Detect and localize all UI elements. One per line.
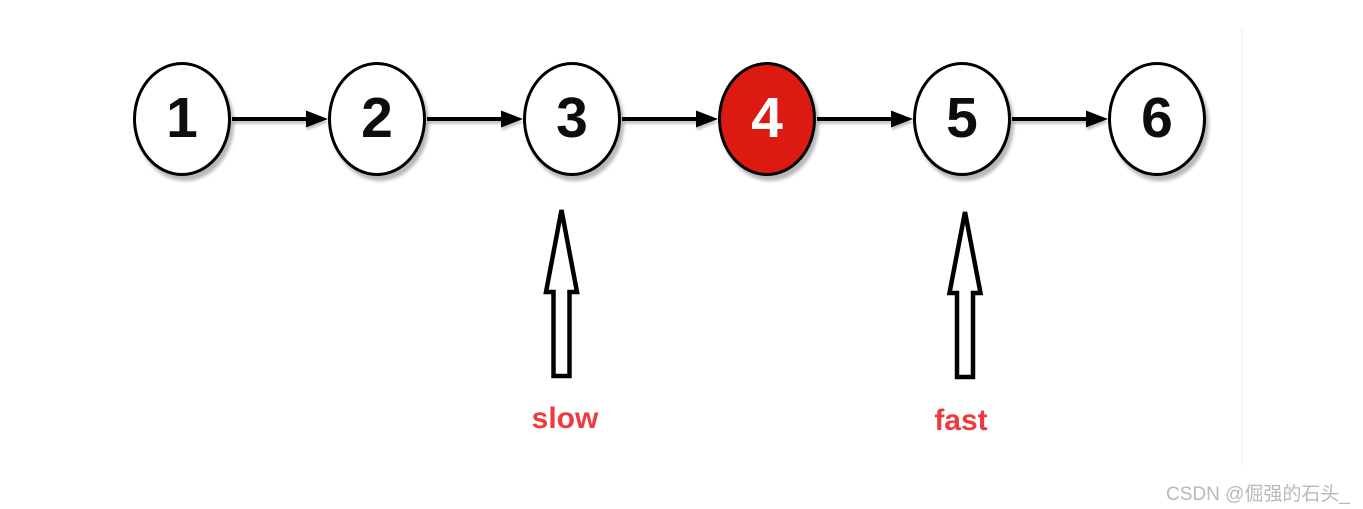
arrow-node5-node6 <box>1012 110 1108 128</box>
list-node-2: 2 <box>328 62 426 176</box>
arrow-node4-node5 <box>817 110 913 128</box>
slow-pointer-label: slow <box>531 402 599 435</box>
arrow-node3-node4 <box>622 110 718 128</box>
list-node-6: 6 <box>1108 62 1206 176</box>
node-value: 6 <box>1141 85 1173 150</box>
slow-pointer-arrow <box>543 209 580 379</box>
arrow-node1-node2 <box>232 110 328 128</box>
list-node-1: 1 <box>133 62 231 176</box>
arrow-node2-node3 <box>427 110 523 128</box>
node-value: 2 <box>361 85 393 150</box>
fast-pointer-arrow <box>946 211 984 380</box>
fast-pointer-label: fast <box>934 404 988 437</box>
csdn-watermark: CSDN @倔强的石头_ <box>1166 484 1350 505</box>
node-value: 5 <box>946 85 978 150</box>
list-node-3: 3 <box>523 62 621 176</box>
image-edge-line <box>1241 28 1243 466</box>
node-value: 3 <box>556 85 588 150</box>
list-node-5: 5 <box>913 62 1011 176</box>
node-value: 1 <box>166 85 198 150</box>
list-node-4: 4 <box>718 62 816 176</box>
node-value: 4 <box>751 85 783 150</box>
